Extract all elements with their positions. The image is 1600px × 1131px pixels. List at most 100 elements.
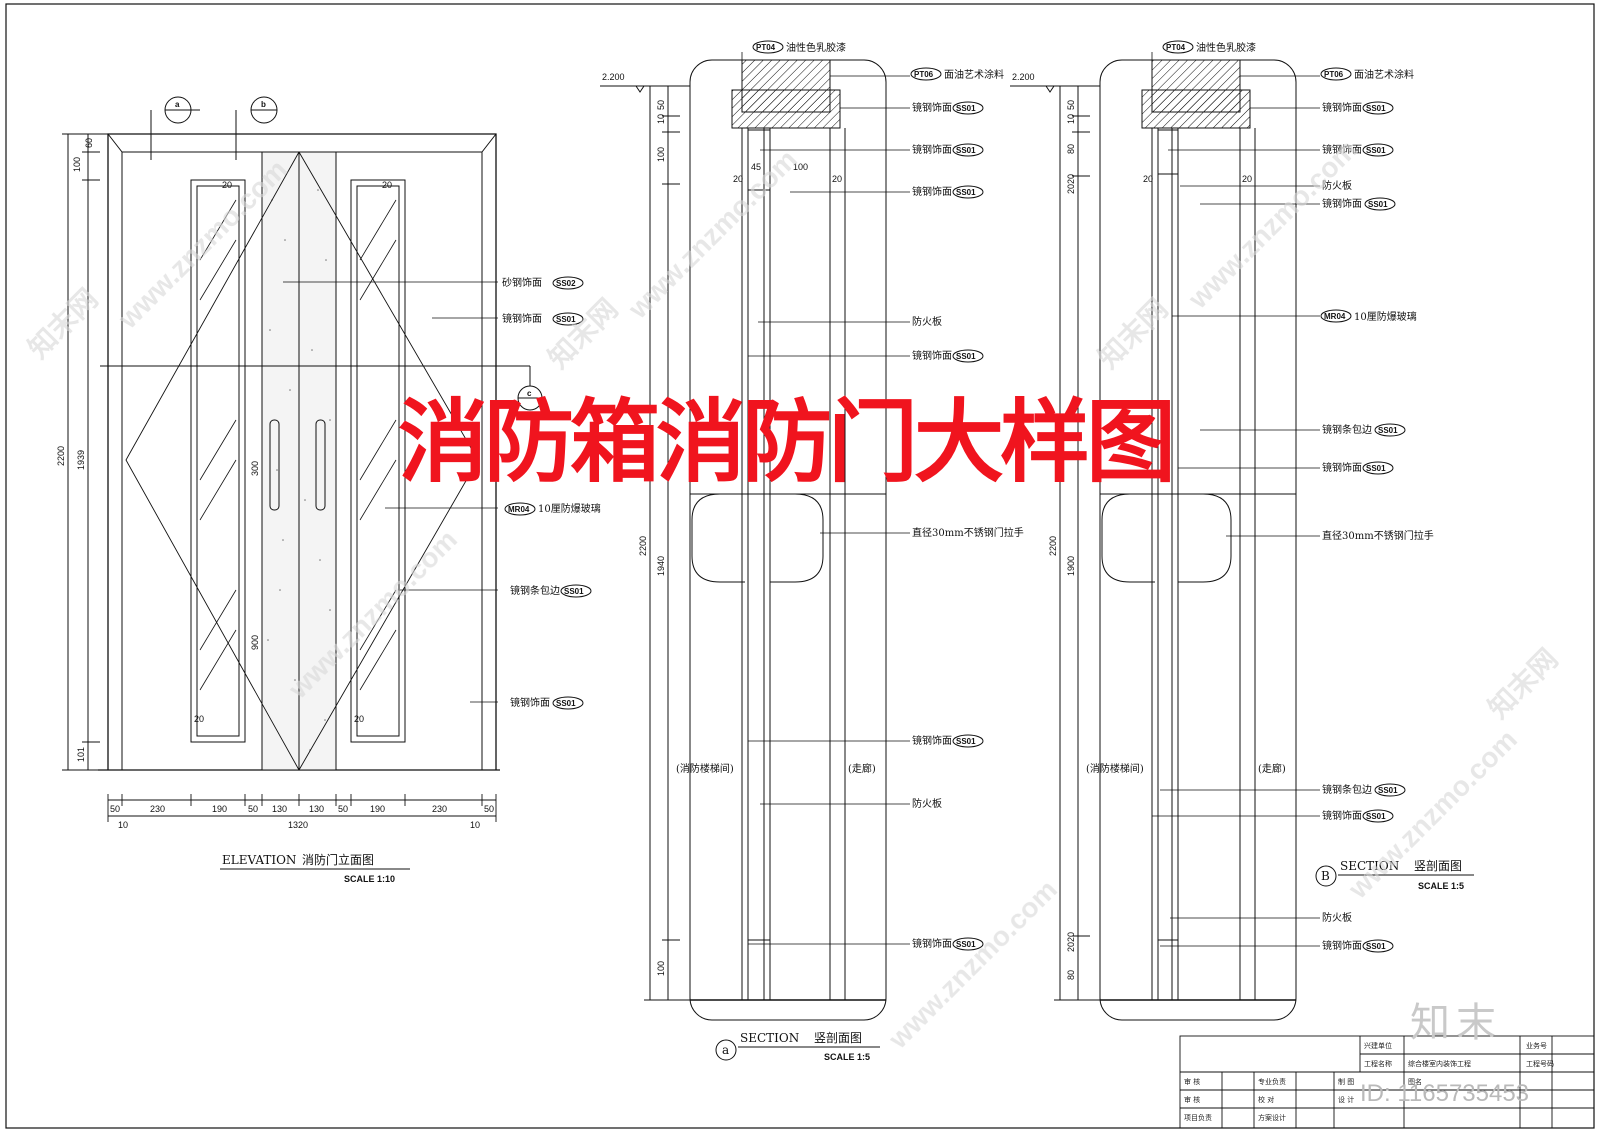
dim-900: 900 — [250, 635, 260, 650]
sb-tag-13: SS01 — [1366, 942, 1386, 951]
sb-tag-7: SS01 — [1378, 426, 1398, 435]
sa-tag-10: SS01 — [956, 940, 976, 949]
sa-dim-2: 100 — [656, 147, 666, 162]
sb-tag-2: SS01 — [1366, 104, 1386, 113]
sa-room-left: (消防楼梯间) — [676, 762, 734, 775]
sb-tag-5: SS01 — [1368, 200, 1388, 209]
sb-title-en: SECTION — [1340, 859, 1399, 873]
wm-7: www.znzmo.com — [1182, 134, 1363, 315]
el-tag-3: SS01 — [564, 587, 584, 596]
sb-dim-7: 80 — [1066, 970, 1076, 980]
title-block — [1179, 1035, 1595, 1129]
tb-client: 兴建单位 — [1364, 1041, 1392, 1050]
dim-b9: 50 — [484, 804, 494, 814]
section-a-texts: 2.200 50 10 100 2200 1940 100 45 100 20 … — [602, 40, 1024, 1062]
sa-dim-1: 10 — [656, 114, 666, 124]
el-tag-0: SS02 — [556, 279, 576, 288]
wm-3: 知末网 — [542, 292, 624, 374]
sb-dim-3: 2020 — [1066, 174, 1076, 194]
sb-callout-10: 镜钢条包边 — [1322, 783, 1372, 796]
sa-callout-8: 镜钢饰面 — [912, 734, 952, 747]
el-callout-2: 10厘防爆玻璃 — [538, 502, 601, 515]
tb-r2: 制 图 — [1338, 1077, 1354, 1086]
sa-tag-6: SS01 — [956, 352, 976, 361]
sb-tag-1: PT06 — [1324, 70, 1344, 79]
wm-0: 知末网 — [22, 282, 104, 364]
sa-callout-4: 镜钢饰面 — [912, 185, 952, 198]
sb-callout-3: 镜钢饰面 — [1322, 143, 1362, 156]
sa-callout-0: 油性色乳胶漆 — [786, 41, 846, 54]
sa-dim-4: 1940 — [656, 556, 666, 576]
tb-r1: 专业负责 — [1258, 1077, 1286, 1086]
sb-callout-7: 镜钢条包边 — [1322, 423, 1372, 436]
dim-s1: 20 — [382, 180, 392, 190]
sb-label-letter: B — [1321, 869, 1330, 883]
sa-dim-5: 100 — [656, 961, 666, 976]
sb-room-left: (消防楼梯间) — [1086, 762, 1144, 775]
elevation-dims: 60 100 2200 1939 300 900 101 50 230 190 … — [56, 138, 494, 830]
sa-tag-8: SS01 — [956, 737, 976, 746]
elevation-callouts: 砂钢饰面 SS02 镜钢饰面 SS01 MR04 10厘防爆玻璃 镜钢条包边 S… — [502, 276, 601, 710]
sb-callout-2: 镜钢饰面 — [1322, 101, 1362, 114]
image-id-label: ID: 1165735453 — [1360, 1080, 1530, 1107]
sb-callout-5: 镜钢饰面 — [1322, 197, 1362, 210]
section-b-texts: 2.200 50 10 80 2020 2200 1900 2020 80 20… — [1012, 40, 1474, 980]
sa-title-cn: 竖剖面图 — [814, 1031, 862, 1045]
sb-callout-8: 镜钢饰面 — [1322, 461, 1362, 474]
sa-label-letter: a — [722, 1043, 729, 1057]
dim-100: 100 — [72, 157, 82, 172]
dim-s2: 20 — [194, 714, 204, 724]
sheet-border — [5, 3, 1595, 1129]
tb-project-no: 工程号码 — [1526, 1059, 1554, 1068]
marker-letter-a: a — [175, 100, 180, 109]
sa-callout-1: 面油艺术涂料 — [944, 68, 1004, 81]
el-callout-1: 镜钢饰面 — [502, 312, 542, 325]
sa-tag-3: SS01 — [956, 146, 976, 155]
sb-callout-6: 10厘防爆玻璃 — [1354, 310, 1417, 323]
dim-60: 60 — [84, 138, 94, 148]
dim-101: 101 — [76, 747, 86, 762]
el-callout-3: 镜钢条包边 — [510, 584, 560, 597]
sb-dim-0: 50 — [1066, 100, 1076, 110]
section-marker-c — [517, 385, 543, 411]
sa-tag-0: PT04 — [756, 43, 776, 52]
sb-dim-5: 1900 — [1066, 556, 1076, 576]
dim-2200: 2200 — [56, 446, 66, 466]
sa-callout-5: 防火板 — [912, 315, 942, 328]
section-marker-letters: a b c — [175, 100, 532, 398]
sa-scale: SCALE 1:5 — [824, 1052, 870, 1062]
wm-6: 知末网 — [1092, 292, 1174, 374]
sa-callout-7: 直径30mm不锈钢门拉手 — [912, 526, 1024, 539]
dim-b7: 190 — [370, 804, 385, 814]
dim-b1: 230 — [150, 804, 165, 814]
tb-r5: 校 对 — [1258, 1095, 1274, 1104]
sa-tag-2: SS01 — [956, 104, 976, 113]
elevation-title-en: ELEVATION — [222, 853, 296, 867]
tb-project-name: 综合楼室内装饰工程 — [1408, 1059, 1471, 1068]
section-marker-a — [164, 96, 200, 124]
sa-room-right: (走廊) — [848, 762, 876, 775]
sa-level: 2.200 — [602, 72, 625, 82]
marker-letter-b: b — [261, 100, 266, 109]
el-tag-1: SS01 — [556, 315, 576, 324]
dim-c2: 10 — [470, 820, 480, 830]
dim-b5: 130 — [309, 804, 324, 814]
sa-dim-0: 50 — [656, 100, 666, 110]
sb-in-1: 20 — [1242, 174, 1252, 184]
sb-title-cn: 竖剖面图 — [1414, 859, 1462, 873]
sb-tag-3: SS01 — [1366, 146, 1386, 155]
dim-300: 300 — [250, 461, 260, 476]
tb-job-no: 业务号 — [1526, 1041, 1547, 1050]
el-tag-4: SS01 — [556, 699, 576, 708]
brand-logo: 知末 — [1410, 1000, 1502, 1046]
el-callout-4: 镜钢饰面 — [510, 696, 550, 709]
sa-tag-1: PT06 — [914, 70, 934, 79]
dim-b8: 230 — [432, 804, 447, 814]
sb-callout-4: 防火板 — [1322, 179, 1352, 192]
dim-1939: 1939 — [76, 450, 86, 470]
elevation-title-cn: 消防门立面图 — [302, 852, 374, 867]
sa-callout-10: 镜钢饰面 — [912, 937, 952, 950]
title-block-texts: 兴建单位 业务号 工程名称 综合楼室内装饰工程 工程号码 审 核 专业负责 制 … — [1184, 1041, 1554, 1122]
sb-tag-8: SS01 — [1366, 464, 1386, 473]
sb-dim-2: 80 — [1066, 144, 1076, 154]
